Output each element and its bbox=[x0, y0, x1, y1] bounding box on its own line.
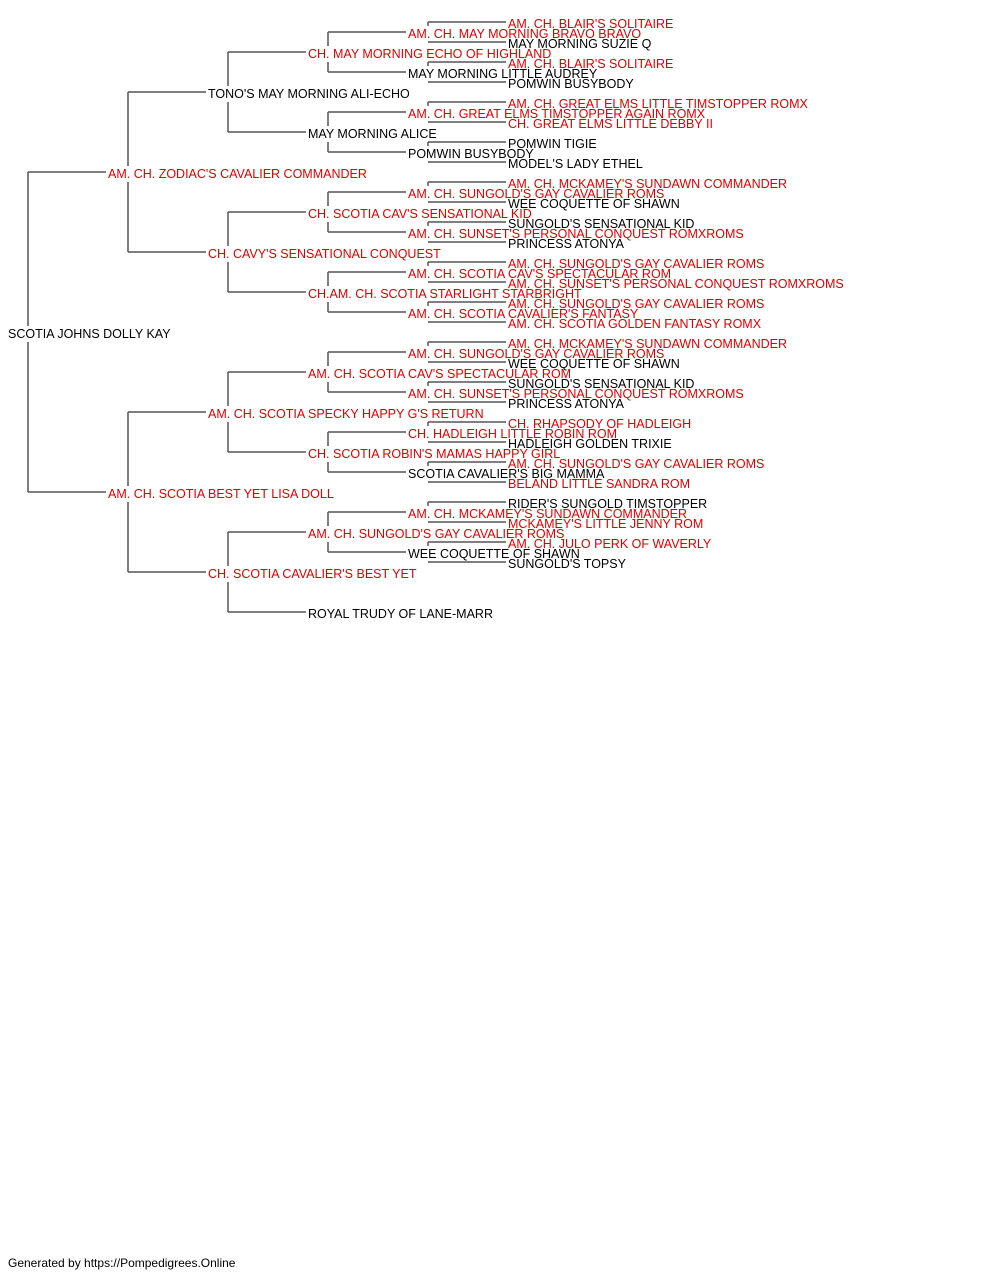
pedigree-name-dam-sire-sire-sire: AM. CH. SUNGOLD'S GAY CAVALIER ROMS bbox=[408, 347, 664, 361]
pedigree-name-sire: AM. CH. ZODIAC'S CAVALIER COMMANDER bbox=[108, 167, 367, 181]
pedigree-name-dam-sire: AM. CH. SCOTIA SPECKY HAPPY G'S RETURN bbox=[208, 407, 484, 421]
pedigree-name-sire-sire-dam-sire-dam: CH. GREAT ELMS LITTLE DEBBY II bbox=[508, 117, 713, 131]
pedigree-name-sire-dam-sire-dam-dam: PRINCESS ATONYA bbox=[508, 237, 625, 251]
pedigree-name-dam-dam-dam: ROYAL TRUDY OF LANE-MARR bbox=[308, 607, 493, 621]
pedigree-name-sire-sire-dam-sire-sire: AM. CH. GREAT ELMS LITTLE TIMSTOPPER ROM… bbox=[508, 97, 808, 111]
pedigree-name-sire-dam-sire-sire-sire: AM. CH. MCKAMEY'S SUNDAWN COMMANDER bbox=[508, 177, 787, 191]
pedigree-name-sire-sire-dam-dam-dam: MODEL'S LADY ETHEL bbox=[508, 157, 643, 171]
pedigree-name-sire-dam-dam-dam-sire: AM. CH. SUNGOLD'S GAY CAVALIER ROMS bbox=[508, 297, 764, 311]
pedigree-name-dam-sire-dam-sire: CH. HADLEIGH LITTLE ROBIN ROM bbox=[408, 427, 617, 441]
pedigree-name-sire-dam-dam: CH.AM. CH. SCOTIA STARLIGHT STARBRIGHT bbox=[308, 287, 582, 301]
pedigree-name-dam-dam-sire-sire-sire: RIDER'S SUNGOLD TIMSTOPPER bbox=[508, 497, 707, 511]
pedigree-name-sire-sire-sire-dam-sire: AM. CH. BLAIR'S SOLITAIRE bbox=[508, 57, 673, 71]
pedigree-name-sire-sire-dam-sire: AM. CH. GREAT ELMS TIMSTOPPER AGAIN ROMX bbox=[408, 107, 706, 121]
pedigree-name-dam-dam-sire-dam: WEE COQUETTE OF SHAWN bbox=[408, 547, 580, 561]
pedigree-name-sire-dam-sire: CH. SCOTIA CAV'S SENSATIONAL KID bbox=[308, 207, 532, 221]
pedigree-name-sire-sire-dam-dam: POMWIN BUSYBODY bbox=[408, 147, 534, 161]
pedigree-name-dam-sire-sire: AM. CH. SCOTIA CAV'S SPECTACULAR ROM bbox=[308, 367, 571, 381]
pedigree-name-dam-dam-sire-dam-sire: AM. CH. JULO PERK OF WAVERLY bbox=[508, 537, 712, 551]
pedigree-name-dam-sire-sire-dam: AM. CH. SUNSET'S PERSONAL CONQUEST ROMXR… bbox=[408, 387, 744, 401]
pedigree-name-sire-sire-sire-sire: AM. CH. MAY MORNING BRAVO BRAVO bbox=[408, 27, 641, 41]
pedigree-name-sire-dam-dam-dam: AM. CH. SCOTIA CAVALIER'S FANTASY bbox=[408, 307, 639, 321]
pedigree-name-dam-sire-dam-sire-sire: CH. RHAPSODY OF HADLEIGH bbox=[508, 417, 691, 431]
pedigree-name-dam: AM. CH. SCOTIA BEST YET LISA DOLL bbox=[108, 487, 334, 501]
pedigree-name-dam-sire-dam-sire-dam: HADLEIGH GOLDEN TRIXIE bbox=[508, 437, 672, 451]
pedigree-name-sire-sire-sire-dam-dam: POMWIN BUSYBODY bbox=[508, 77, 634, 91]
pedigree-name-dam-sire-sire-dam-dam: PRINCESS ATONYA bbox=[508, 397, 625, 411]
generated-by-footer: Generated by https://Pompedigrees.Online bbox=[8, 1256, 236, 1270]
pedigree-name-sire-dam-dam-dam-dam: AM. CH. SCOTIA GOLDEN FANTASY ROMX bbox=[508, 317, 762, 331]
pedigree-name-sire-sire-sire: CH. MAY MORNING ECHO OF HIGHLAND bbox=[308, 47, 551, 61]
pedigree-name-sire-dam-dam-sire-sire: AM. CH. SUNGOLD'S GAY CAVALIER ROMS bbox=[508, 257, 764, 271]
pedigree-name-dam-sire-dam-dam: SCOTIA CAVALIER'S BIG MAMMA bbox=[408, 467, 605, 481]
pedigree-name-dam-sire-sire-dam-sire: SUNGOLD'S SENSATIONAL KID bbox=[508, 377, 694, 391]
pedigree-name-sire-sire-dam: MAY MORNING ALICE bbox=[308, 127, 437, 141]
pedigree-name-dam-dam-sire: AM. CH. SUNGOLD'S GAY CAVALIER ROMS bbox=[308, 527, 564, 541]
pedigree-name-sire-dam-sire-sire: AM. CH. SUNGOLD'S GAY CAVALIER ROMS bbox=[408, 187, 664, 201]
pedigree-name-dam-sire-dam: CH. SCOTIA ROBIN'S MAMAS HAPPY GIRL bbox=[308, 447, 560, 461]
pedigree-name-dam-sire-sire-sire-sire: AM. CH. MCKAMEY'S SUNDAWN COMMANDER bbox=[508, 337, 787, 351]
pedigree-name-dam-sire-sire-sire-dam: WEE COQUETTE OF SHAWN bbox=[508, 357, 680, 371]
pedigree-name-sire-sire: TONO'S MAY MORNING ALI-ECHO bbox=[208, 87, 410, 101]
pedigree-name-sire-dam-dam-sire: AM. CH. SCOTIA CAV'S SPECTACULAR ROM bbox=[408, 267, 671, 281]
pedigree-name-sire-dam-sire-dam-sire: SUNGOLD'S SENSATIONAL KID bbox=[508, 217, 694, 231]
pedigree-name-dam-sire-dam-dam-sire: AM. CH. SUNGOLD'S GAY CAVALIER ROMS bbox=[508, 457, 764, 471]
pedigree-name-sire-sire-sire-dam: MAY MORNING LITTLE AUDREY bbox=[408, 67, 598, 81]
pedigree-name-sire-sire-sire-sire-dam: MAY MORNING SUZIE Q bbox=[508, 37, 652, 51]
pedigree-name-sire-dam: CH. CAVY'S SENSATIONAL CONQUEST bbox=[208, 247, 441, 261]
pedigree-name-sire-sire-sire-sire-sire: AM. CH. BLAIR'S SOLITAIRE bbox=[508, 17, 673, 31]
pedigree-name-dam-dam: CH. SCOTIA CAVALIER'S BEST YET bbox=[208, 567, 417, 581]
pedigree-tree: SCOTIA JOHNS DOLLY KAY AM. CH. ZODIAC'S C… bbox=[8, 17, 844, 621]
pedigree-name-sire-dam-sire-sire-dam: WEE COQUETTE OF SHAWN bbox=[508, 197, 680, 211]
pedigree-name-dam-dam-sire-sire: AM. CH. MCKAMEY'S SUNDAWN COMMANDER bbox=[408, 507, 687, 521]
pedigree-name-dam-dam-sire-dam-dam: SUNGOLD'S TOPSY bbox=[508, 557, 627, 571]
pedigree-name-sire-dam-sire-dam: AM. CH. SUNSET'S PERSONAL CONQUEST ROMXR… bbox=[408, 227, 744, 241]
pedigree-name-sire-dam-dam-sire-dam: AM. CH. SUNSET'S PERSONAL CONQUEST ROMXR… bbox=[508, 277, 844, 291]
pedigree-name-subject: SCOTIA JOHNS DOLLY KAY bbox=[8, 327, 171, 341]
pedigree-name-dam-sire-dam-dam-dam: BELAND LITTLE SANDRA ROM bbox=[508, 477, 690, 491]
pedigree-name-dam-dam-sire-sire-dam: MCKAMEY'S LITTLE JENNY ROM bbox=[508, 517, 703, 531]
pedigree-name-sire-sire-dam-dam-sire: POMWIN TIGIE bbox=[508, 137, 597, 151]
